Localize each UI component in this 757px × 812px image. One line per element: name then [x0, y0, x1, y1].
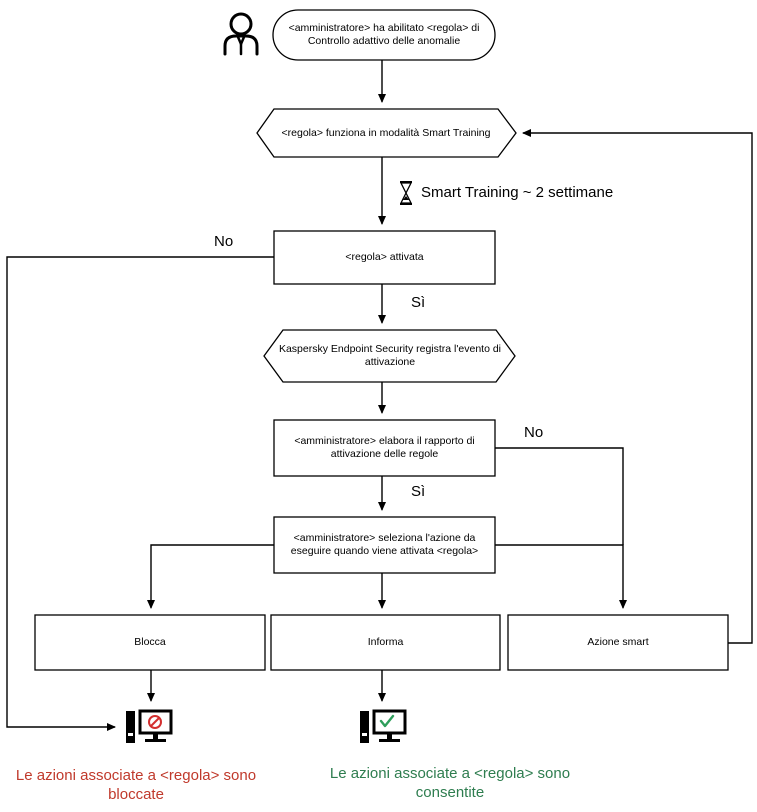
no-label-activated: No	[214, 233, 234, 250]
logs-event-node	[263, 329, 516, 383]
reviews-report-text: <amministratore> elabora il rapporto di …	[294, 435, 475, 460]
computer-allowed-icon	[360, 709, 407, 743]
edge-smart-loop-to-training	[522, 129, 753, 644]
actor-text: <amministratore> ha abilitato <regola> d…	[288, 22, 480, 47]
yes-label-report: Sì	[411, 483, 426, 500]
no-label-report: No	[524, 424, 544, 441]
inform-text: Informa	[367, 636, 404, 648]
smart-training-node	[256, 108, 517, 158]
activated-text: <regola> attivata	[345, 251, 424, 263]
block-node	[34, 614, 266, 671]
edge-report-no-to-smart	[495, 447, 624, 545]
logs-event-text: Kaspersky Endpoint Security registra l'e…	[278, 343, 502, 368]
smart-training-text: <regola> funziona in modalità Smart Trai…	[281, 126, 491, 139]
activated-node	[273, 230, 496, 285]
reviews-report-node	[273, 419, 496, 477]
actor-node	[272, 9, 496, 61]
block-text: Blocca	[134, 636, 166, 648]
edge-activated-no-to-blocked	[6, 256, 274, 731]
hourglass-icon	[399, 181, 413, 205]
inform-node	[270, 614, 501, 671]
smart-action-text: Azione smart	[587, 636, 649, 648]
outcome-allowed-text: Le azioni associate a <regola> sono cons…	[329, 765, 571, 801]
edge-select-to-smart	[495, 544, 627, 609]
computer-blocked-icon	[126, 709, 173, 743]
yes-label-activated: Sì	[411, 294, 426, 311]
edge-select-to-block	[147, 544, 274, 609]
duration-label: Smart Training ~ 2 settimane	[421, 184, 614, 201]
user-icon	[223, 12, 259, 56]
outcome-blocked-text: Le azioni associate a <regola> sono bloc…	[15, 767, 257, 803]
selects-action-text: <amministratore> seleziona l'azione da e…	[290, 532, 479, 557]
